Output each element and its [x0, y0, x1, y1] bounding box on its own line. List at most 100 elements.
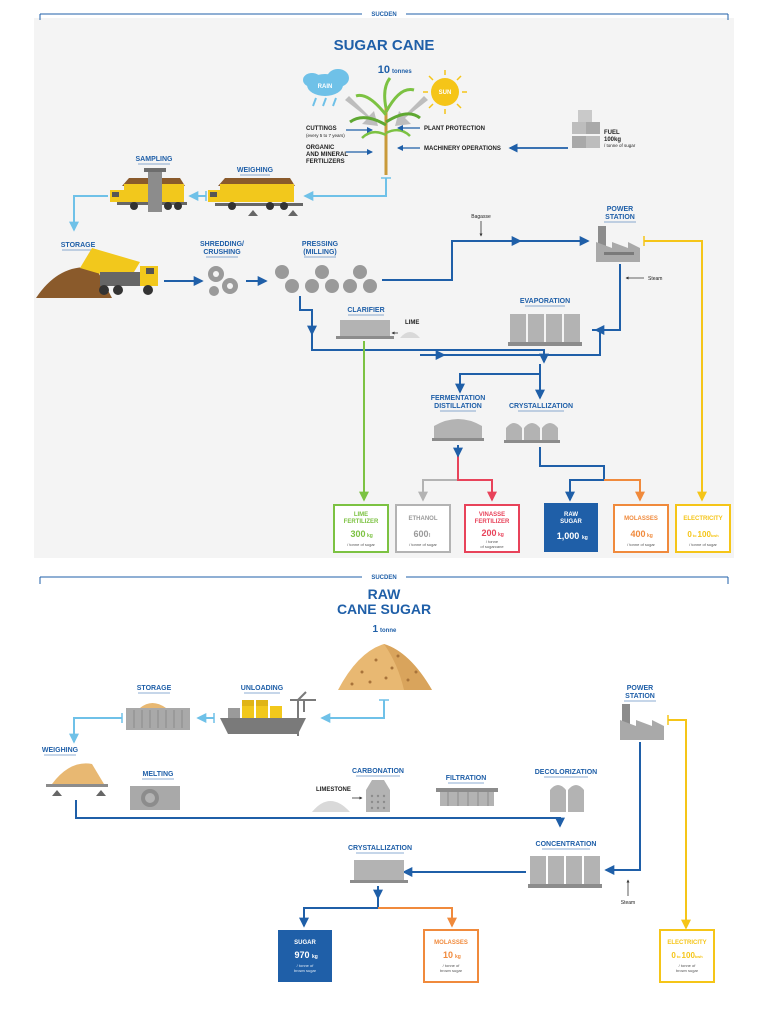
bottom-electricity-line — [668, 719, 691, 930]
lime-pile-icon — [400, 332, 420, 338]
bottom-power-label-2: STATION — [625, 693, 655, 700]
svg-text:/ tonne of: / tonne of — [679, 963, 697, 968]
weighing-label: WEIGHING — [237, 167, 274, 174]
svg-text:SUGAR: SUGAR — [560, 519, 582, 525]
svg-text:/ tonne of: / tonne of — [297, 963, 315, 968]
storage-to-weighing-line — [69, 717, 122, 744]
raw-sugar-box: RAW SUGAR 1,000 kg — [544, 503, 598, 552]
electricity-line-top — [644, 240, 707, 502]
concentration-label: CONCENTRATION — [536, 841, 597, 848]
crystallization-to-sugar-bottom-line — [299, 886, 379, 928]
svg-text:VINASSE: VINASSE — [479, 512, 505, 518]
mill-rollers-icon — [275, 265, 377, 293]
svg-text:970: 970 — [294, 950, 309, 960]
bagasse-line — [382, 236, 522, 281]
svg-text:ELECTRICITY: ELECTRICITY — [683, 516, 722, 522]
svg-text:kg: kg — [455, 954, 461, 960]
sampling-to-storage-line — [69, 195, 108, 232]
bottom-brand: SUCDEN — [371, 575, 396, 581]
weighing-truck-icon — [208, 178, 303, 216]
unloading-label: UNLOADING — [241, 685, 284, 692]
steam-label: Steam — [648, 276, 662, 282]
weighing-to-main-line — [75, 800, 565, 828]
organic-label-3: FERTILIZERS — [306, 159, 345, 165]
bottom-weighing-label: WEIGHING — [42, 747, 79, 754]
svg-text:MOLASSES: MOLASSES — [624, 516, 658, 522]
evaporation-label: EVAPORATION — [520, 298, 570, 305]
clarifier-icon — [336, 320, 394, 339]
sun-arrow — [395, 96, 428, 126]
bagasse-label: Bagasse — [471, 214, 491, 220]
svg-text:600: 600 — [413, 529, 428, 539]
svg-text:0to100kwh: 0to100kwh — [687, 530, 719, 539]
limestone-label: LIMESTONE — [316, 787, 351, 793]
crystallization-to-molasses-line — [604, 479, 645, 502]
svg-text:ETHANOL: ETHANOL — [409, 516, 438, 522]
svg-text:FERTILIZER: FERTILIZER — [344, 519, 379, 525]
sugar-output-box: SUGAR 970 kg / tonne of brown sugar — [278, 930, 332, 982]
gears-icon — [208, 266, 238, 296]
pressing-label-2: (MILLING) — [303, 249, 336, 256]
bottom-crystallizer-icon — [350, 860, 408, 883]
bottom-title-2: CANE SUGAR — [337, 601, 431, 617]
cuttings-note: (every 5 to 7 years) — [306, 133, 345, 138]
melting-label: MELTING — [143, 771, 175, 778]
carbonation-tower-icon — [366, 780, 390, 812]
storage-label: STORAGE — [61, 242, 96, 249]
top-brand: SUCDEN — [371, 12, 396, 18]
crystallization-to-sugar-line — [539, 447, 605, 502]
power-station-label-1: POWER — [607, 206, 633, 213]
svg-text:kg: kg — [582, 535, 588, 541]
fermentation-to-vinasse-line — [457, 445, 497, 502]
raw-sugar-pile-icon — [338, 644, 432, 690]
fermentation-label-2: DISTILLATION — [434, 403, 482, 410]
svg-text:SUGAR: SUGAR — [294, 940, 316, 946]
plant-protection-label: PLANT PROTECTION — [424, 126, 485, 132]
svg-text:of sugarcane: of sugarcane — [480, 544, 504, 549]
bottom-power-station-icon — [620, 704, 664, 740]
fuel-amount: 100kg — [604, 137, 621, 143]
molasses-box: MOLASSES 400 kg / tonne of sugar — [613, 504, 669, 553]
lime-label: LIME — [405, 320, 419, 326]
filter-press-icon — [436, 788, 498, 806]
svg-text:RAW: RAW — [564, 512, 578, 518]
storage-pile-icon — [36, 267, 112, 298]
sun-label: SUN — [439, 90, 452, 96]
cargo-ship-icon — [220, 700, 306, 734]
cane-to-weighing-line — [303, 178, 387, 201]
steam-line — [594, 264, 621, 335]
svg-text:0to100kwh: 0to100kwh — [671, 951, 703, 960]
svg-text:kg: kg — [498, 532, 504, 538]
power-station-icon — [596, 226, 640, 262]
svg-text:/ tonne: / tonne — [486, 539, 499, 544]
crystallization-label: CRYSTALLIZATION — [509, 403, 573, 410]
svg-text:400: 400 — [630, 529, 645, 539]
crystallizers-icon — [504, 423, 560, 443]
svg-text:brown sugar: brown sugar — [676, 968, 699, 973]
crane-icon — [290, 691, 316, 736]
melting-tank-icon — [130, 786, 180, 810]
top-header-bracket — [39, 13, 729, 20]
bottom-crystallization-label: CRYSTALLIZATION — [348, 845, 412, 852]
svg-text:/ tonne of sugar: / tonne of sugar — [689, 542, 717, 547]
svg-text:LIME: LIME — [354, 512, 368, 518]
svg-text:300: 300 — [350, 529, 365, 539]
svg-text:kg: kg — [647, 533, 653, 539]
svg-text:10: 10 — [443, 950, 453, 960]
pressing-label-1: PRESSING — [302, 241, 339, 248]
warehouse-icon — [126, 703, 190, 730]
molasses-output-box: MOLASSES 10 kg / tonne of brown sugar — [423, 929, 479, 983]
pile-to-unloading-line — [320, 700, 385, 723]
bottom-title-1: RAW — [368, 586, 401, 602]
organic-label-2: AND MINERAL — [306, 152, 348, 158]
top-title: SUGAR CANE — [334, 37, 435, 54]
pressing-to-clarifier-line — [299, 296, 317, 336]
bottom-amount-unit: tonne — [380, 628, 397, 634]
bottom-header-bracket — [39, 576, 729, 584]
bottom-storage-label: STORAGE — [137, 685, 172, 692]
shredding-label-1: SHREDDING/ — [200, 241, 244, 248]
svg-text:kg: kg — [367, 533, 373, 539]
fermentation-label-1: FERMENTATION — [431, 395, 486, 402]
sun-icon — [423, 70, 467, 114]
